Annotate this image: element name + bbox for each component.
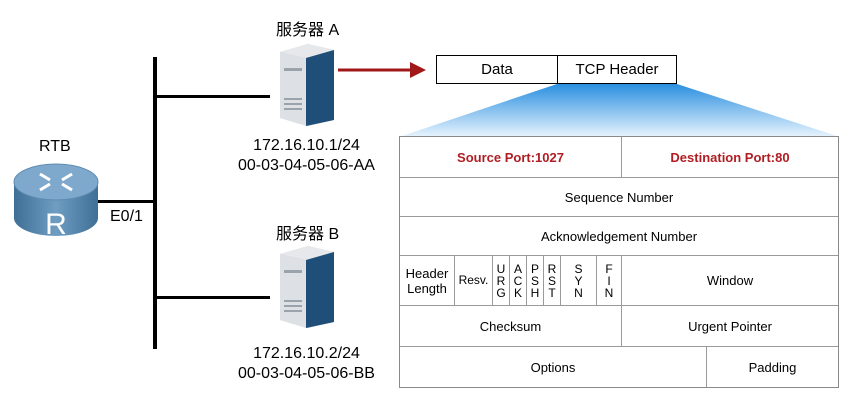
server-b-label: 服务器 B (276, 226, 340, 243)
packet-tcp-header: TCP Header (557, 55, 677, 84)
server-a-info: 172.16.10.1/24 00-03-04-05-06-AA (238, 136, 375, 176)
options: Options (400, 347, 707, 387)
router-name: RTB (39, 138, 71, 155)
server-b-mac: 00-03-04-05-06-BB (238, 365, 375, 382)
source-port: Source Port:1027 (400, 137, 622, 178)
arrow-icon (338, 62, 426, 78)
ethernet-bus (153, 57, 157, 349)
link-server-b (155, 296, 270, 299)
server-a-icon (280, 44, 334, 126)
expansion-fan (399, 84, 840, 137)
sequence-number: Sequence Number (400, 178, 838, 217)
server-b-icon (280, 246, 334, 328)
destination-port: Destination Port:80 (622, 137, 838, 178)
window: Window (622, 256, 838, 306)
checksum: Checksum (400, 306, 622, 347)
router-port: E0/1 (110, 208, 143, 225)
padding: Padding (748, 359, 797, 375)
packet-data: Data (436, 55, 558, 84)
urgent-pointer: Urgent Pointer (622, 306, 838, 347)
server-a-mac: 00-03-04-05-06-AA (238, 157, 375, 174)
resv: Resv. (455, 256, 493, 306)
router-icon: R (13, 163, 99, 241)
header-length: Header Length (400, 256, 455, 306)
router-glyph: R (45, 208, 67, 241)
server-b-info: 172.16.10.2/24 00-03-04-05-06-BB (238, 344, 375, 384)
server-a-label: 服务器 A (276, 22, 340, 39)
server-a-ip: 172.16.10.1/24 (253, 137, 360, 154)
server-b-ip: 172.16.10.2/24 (253, 345, 360, 362)
link-router (95, 200, 155, 203)
tcp-header-table: Source Port:1027 Destination Port:80 Seq… (399, 136, 839, 388)
link-server-a (155, 95, 270, 98)
ack-number: Acknowledgement Number (400, 217, 838, 256)
